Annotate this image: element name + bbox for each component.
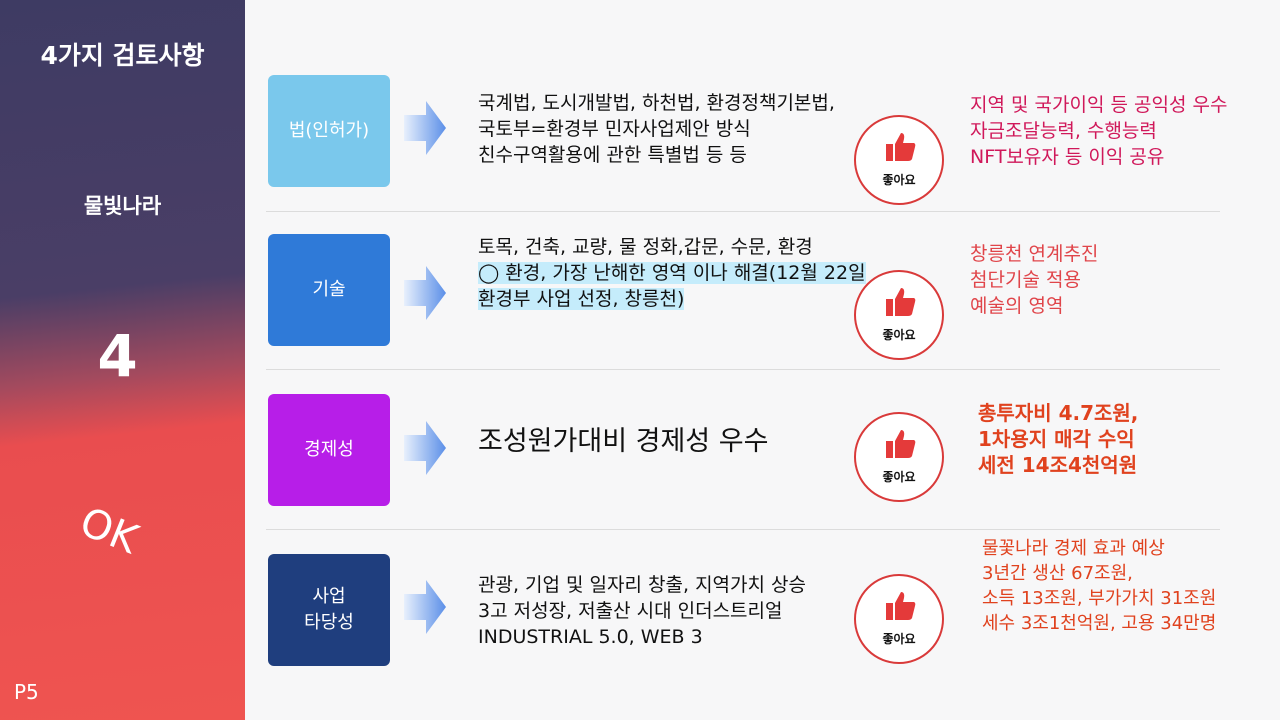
page-number: P5 [14,680,39,704]
desc-line: 국토부=환경부 민자사업제안 방식 [478,118,751,140]
desc-line: 친수구역활용에 관한 특별법 등 등 [478,144,747,166]
note-line: 물꽃나라 경제 효과 예상 [982,538,1165,559]
like-badge: 좋아요 [854,574,944,664]
ok-mark: OK [73,498,145,564]
note-line: 3년간 생산 67조원, [982,563,1133,584]
thumbs-up-icon [886,133,916,161]
note-line: 지역 및 국가이익 등 공익성 우수 [970,94,1228,116]
category-box-tech: 기술 [268,234,390,346]
row-note: 물꽃나라 경제 효과 예상 3년간 생산 67조원, 소득 13조원, 부가가치… [982,536,1216,636]
desc-line-highlight: 환경부 사업 선정, 창릉천) [478,288,685,310]
desc-line-highlight: ◯ 환경, 가장 난해한 영역 이나 해결(12월 22일 [478,262,866,284]
sidebar-number: 4 [97,322,138,390]
note-line: 세수 3조1천억원, 고용 34만명 [982,613,1217,634]
note-line: 1차용지 매각 수익 [978,427,1135,451]
row-description: 조성원가대비 경제성 우수 [478,425,768,459]
category-box-law: 법(인허가) [268,75,390,187]
row-description: 국계법, 도시개발법, 하천법, 환경정책기본법, 국토부=환경부 민자사업제안… [478,90,835,168]
row-divider [266,211,1220,212]
arrow-right-icon [404,421,446,475]
note-line: 예술의 영역 [970,295,1064,317]
sidebar-subtitle: 물빛나라 [83,194,162,218]
note-line: 첨단기술 적용 [970,269,1081,291]
row-note: 창릉천 연계추진 첨단기술 적용 예술의 영역 [970,241,1098,319]
desc-line: 국계법, 도시개발법, 하천법, 환경정책기본법, [478,92,835,114]
note-line: 창릉천 연계추진 [970,243,1099,265]
like-badge: 좋아요 [854,115,944,205]
desc-line: 관광, 기업 및 일자리 창출, 지역가치 상승 [478,574,806,596]
row-description: 토목, 건축, 교량, 물 정화,갑문, 수문, 환경 ◯ 환경, 가장 난해한… [478,234,866,312]
note-line: 세전 14조4천억원 [978,453,1138,477]
row-note: 총투자비 4.7조원, 1차용지 매각 수익 세전 14조4천억원 [978,400,1138,478]
thumbs-up-icon [886,288,916,316]
sidebar: 4가지 검토사항 물빛나라 4 OK P5 [0,0,245,720]
row-description: 관광, 기업 및 일자리 창출, 지역가치 상승 3고 저성장, 저출산 시대 … [478,572,806,650]
desc-line: 조성원가대비 경제성 우수 [478,426,769,457]
note-line: 소득 13조원, 부가가치 31조원 [982,588,1217,609]
category-box-economy: 경제성 [268,394,390,506]
like-badge: 좋아요 [854,412,944,502]
category-box-feasibility: 사업 타당성 [268,554,390,666]
thumbs-up-icon [886,430,916,458]
desc-line: INDUSTRIAL 5.0, WEB 3 [478,626,703,648]
thumbs-up-icon [886,592,916,620]
arrow-right-icon [404,101,446,155]
row-divider [266,529,1220,530]
note-line: 자금조달능력, 수행능력 [970,120,1157,142]
desc-line: 토목, 건축, 교량, 물 정화,갑문, 수문, 환경 [478,236,813,258]
sidebar-title: 4가지 검토사항 [40,41,205,70]
row-divider [266,369,1220,370]
note-line: NFT보유자 등 이익 공유 [970,146,1165,168]
desc-line: 3고 저성장, 저출산 시대 인더스트리얼 [478,600,783,622]
row-note: 지역 및 국가이익 등 공익성 우수 자금조달능력, 수행능력 NFT보유자 등… [970,92,1227,170]
arrow-right-icon [404,580,446,634]
arrow-right-icon [404,266,446,320]
note-line: 총투자비 4.7조원, [978,401,1139,425]
like-badge: 좋아요 [854,270,944,360]
